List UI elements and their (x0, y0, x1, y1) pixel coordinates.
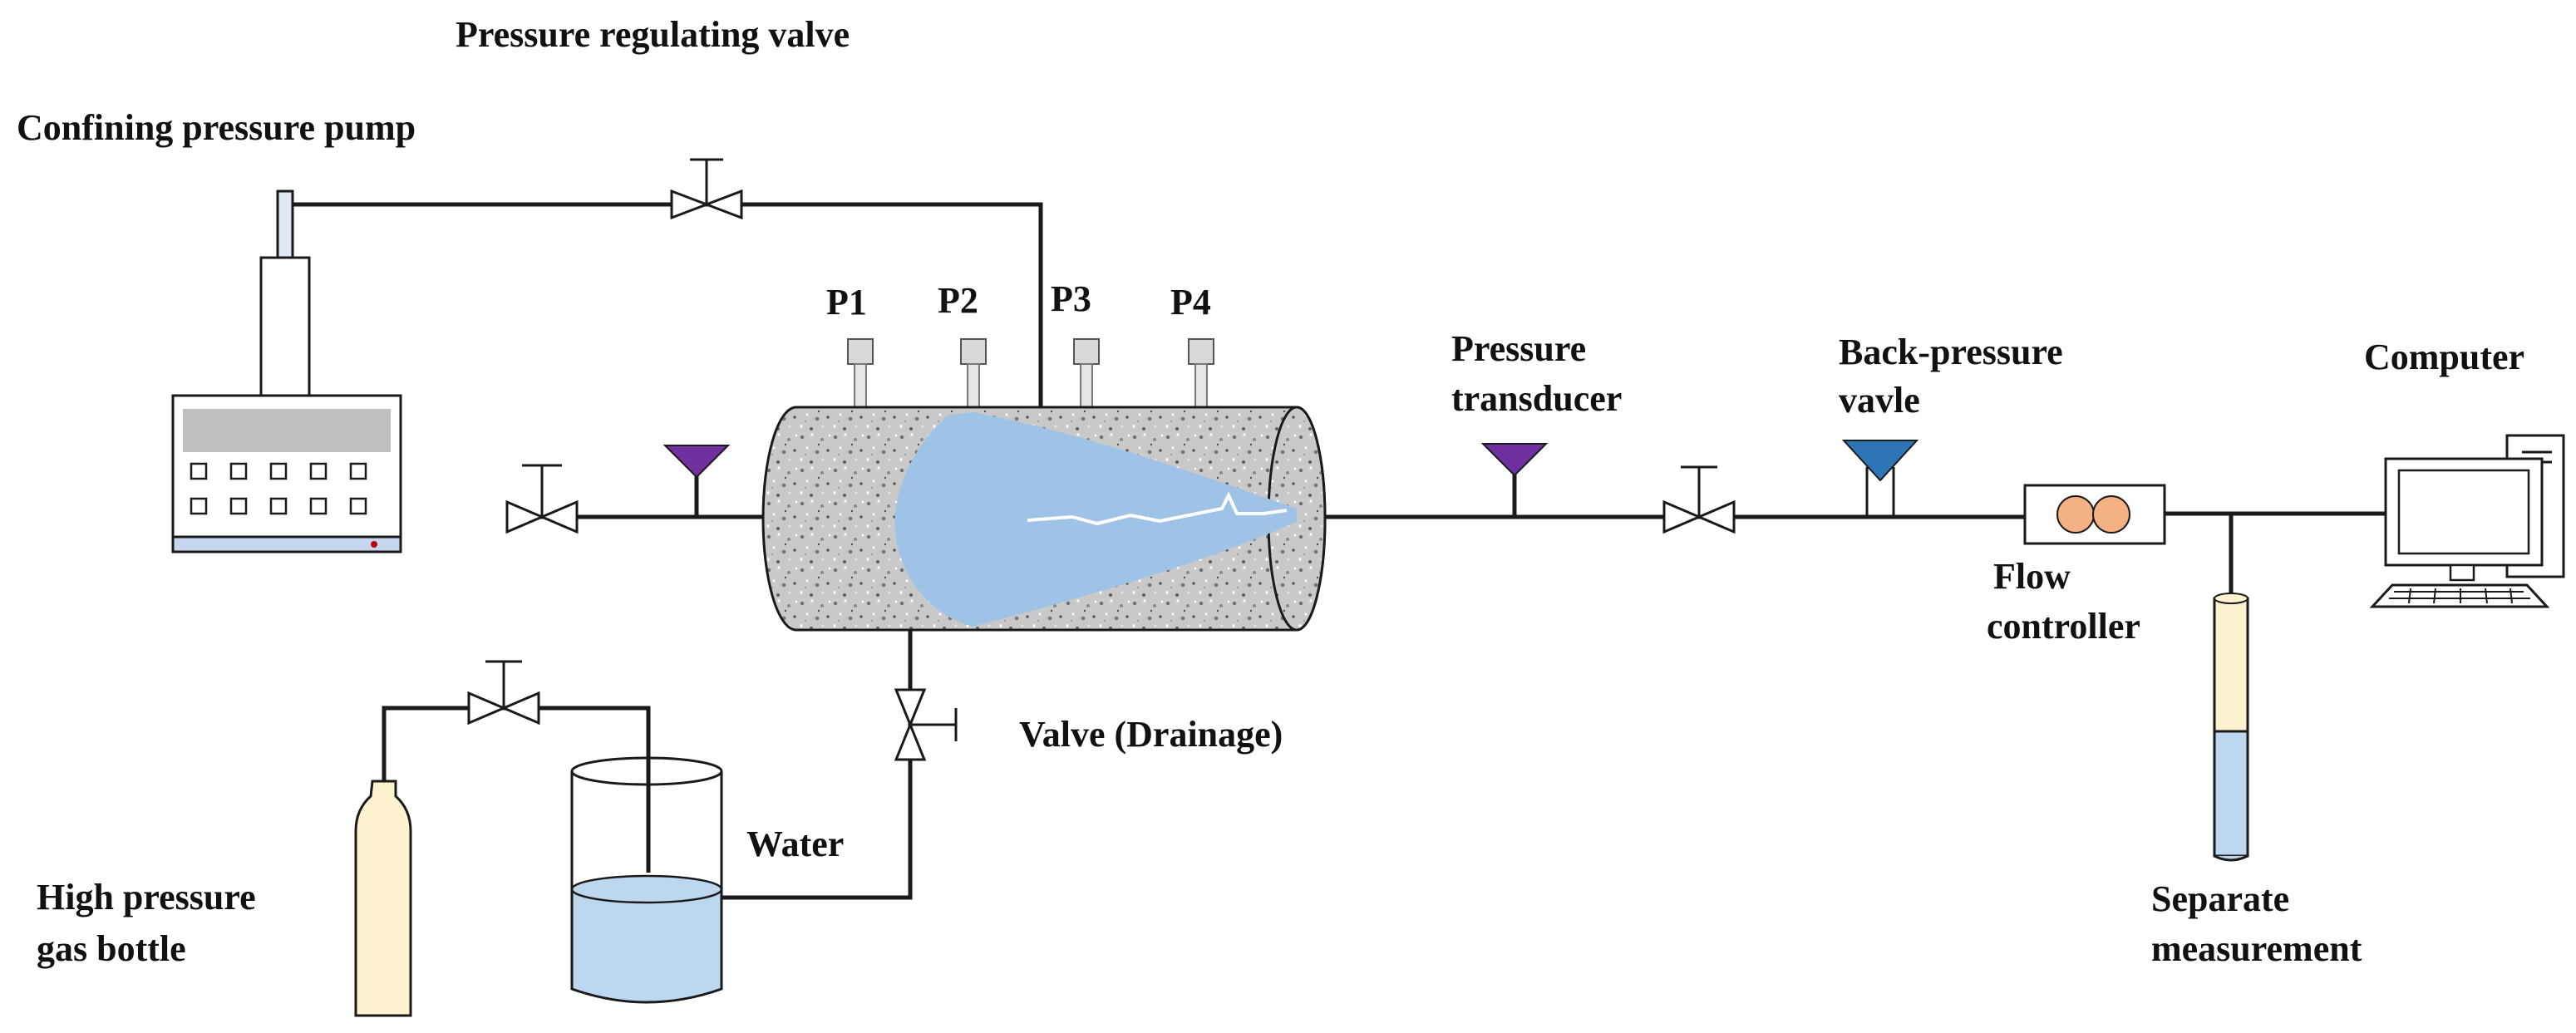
label-water: Water (746, 824, 844, 864)
fracture-line (1027, 491, 1288, 526)
label-back-pressure-1: Back-pressure (1839, 332, 2063, 372)
tap-p1 (847, 338, 874, 411)
label-high-pressure-1: High pressure (37, 877, 256, 917)
confining-pressure-line (291, 202, 1043, 407)
label-separate-measurement-2: measurement (2151, 928, 2362, 969)
label-back-pressure-2: vavle (1839, 380, 1920, 421)
label-p3: P3 (1051, 278, 1091, 319)
label-high-pressure-2: gas bottle (37, 928, 186, 969)
label-pressure-transducer-1: Pressure (1451, 328, 1586, 369)
confining-pressure-pump (171, 189, 402, 553)
water-beaker (570, 756, 723, 1004)
flow-controller-icon (2023, 484, 2166, 545)
computer-icon (2369, 434, 2565, 608)
label-p1: P1 (826, 282, 867, 322)
label-pressure-regulating-valve: Pressure regulating valve (456, 14, 850, 55)
valve-icon (670, 158, 743, 220)
label-p2: P2 (938, 280, 978, 321)
label-flow-controller-2: controller (1987, 606, 2140, 647)
pump-display (183, 409, 391, 452)
pump-cylinder (259, 256, 311, 401)
label-pressure-transducer-2: transducer (1451, 378, 1622, 419)
pump-indicator-light (371, 541, 377, 548)
gas-supply-line (382, 706, 651, 873)
label-confining-pressure-pump: Confining pressure pump (17, 107, 416, 148)
label-separate-measurement-1: Separate (2151, 878, 2289, 919)
label-valve-drainage: Valve (Drainage) (1019, 714, 1283, 755)
pump-base (171, 535, 402, 553)
valve-icon (505, 464, 579, 534)
separate-measurement-column (2213, 593, 2249, 862)
back-pressure-valve-icon (1841, 440, 1919, 517)
label-flow-controller-1: Flow (1993, 556, 2071, 597)
pump-buttons (190, 462, 367, 515)
tap-p4 (1188, 338, 1214, 411)
label-p4: P4 (1170, 282, 1211, 322)
pressure-transducer-icon (1480, 443, 1549, 477)
core-holder (761, 338, 1327, 632)
pressure-taps (847, 338, 1214, 411)
gas-bottle-icon (354, 780, 412, 1017)
invaded-zone (894, 412, 1297, 627)
valve-icon (1662, 465, 1736, 534)
valve-icon (467, 660, 540, 726)
valve-icon (894, 632, 958, 898)
pressure-transducer-icon (662, 445, 731, 479)
label-computer: Computer (2364, 337, 2524, 377)
pipework (291, 202, 2386, 900)
tap-p2 (960, 338, 987, 411)
tap-p3 (1073, 338, 1100, 411)
